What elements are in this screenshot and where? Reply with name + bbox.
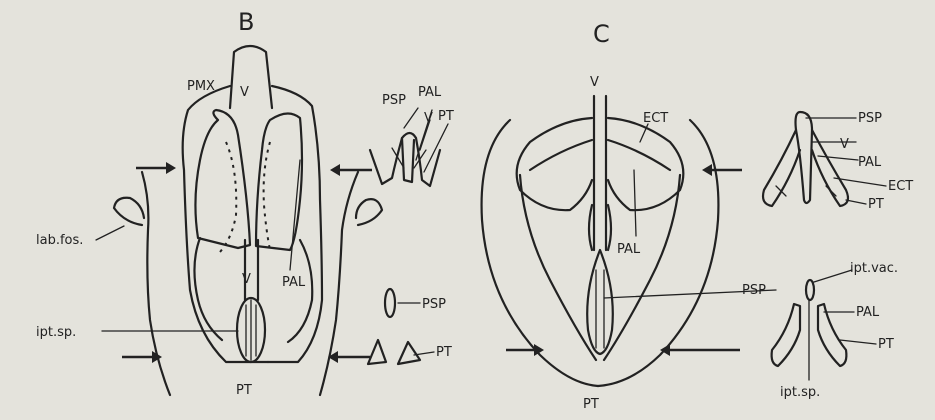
panel-b: B — [36, 8, 454, 398]
label-ipt-sp: ipt.sp. — [36, 325, 76, 340]
labial-fossa-left — [114, 198, 144, 225]
vomer-rod-c — [594, 96, 606, 250]
label-pal-c: PAL — [617, 242, 641, 257]
inset-c-label-psp: PSP — [858, 111, 882, 126]
arrow-c-lower-right — [660, 344, 740, 356]
inner-outline-c-left — [520, 175, 596, 360]
inner-outline-c-right — [604, 175, 680, 360]
inset-b-label-psp: PSP — [382, 93, 406, 108]
inset-c-bottom: ipt.vac. PAL PT ipt.sp. — [772, 261, 898, 400]
inset-b-label-v: V — [424, 111, 433, 126]
inset-b-bottom: PSP PT — [368, 289, 452, 364]
pterygoid-left — [194, 238, 222, 340]
label-psp-c: PSP — [742, 283, 766, 298]
arrow-b-upper-right — [330, 164, 372, 176]
palatine-wing-right-c — [608, 118, 683, 210]
suture-left — [220, 142, 236, 252]
label-pt-c: PT — [583, 397, 599, 412]
inset-c-label-v: V — [840, 137, 849, 152]
suture-right — [264, 142, 270, 250]
skull-outline-c-left — [482, 120, 598, 386]
inset-c-label-pal-2: PAL — [856, 305, 880, 320]
jaw-outline-left — [142, 172, 170, 395]
inset-c-label-ipt-vac: ipt.vac. — [850, 261, 898, 276]
leader-lab-fos — [96, 226, 124, 240]
panel-c: C — [482, 20, 914, 412]
label-pal-b: PAL — [282, 275, 306, 290]
jaw-outline-right — [320, 172, 358, 395]
arrow-b-lower-right — [328, 351, 370, 363]
label-v-top: V — [240, 85, 249, 100]
arrow-c-upper-right — [702, 164, 742, 176]
inset-b-label-pt-2: PT — [436, 345, 452, 360]
palatine-inner-right-c — [608, 140, 670, 170]
parasphenoid-c — [587, 250, 613, 354]
palatine-wing-left-c — [517, 118, 592, 210]
label-v-mid: V — [242, 272, 251, 287]
waist-c — [589, 205, 611, 250]
panel-c-letter: C — [593, 20, 610, 48]
inset-b-label-pt: PT — [438, 109, 454, 124]
skull-outline-right — [268, 86, 322, 362]
inset-c-label-ect: ECT — [888, 179, 913, 194]
label-ect-c: ECT — [643, 111, 668, 126]
inset-b-label-psp-2: PSP — [422, 297, 446, 312]
label-lab-fos: lab.fos. — [36, 233, 83, 248]
inset-c-label-pt: PT — [868, 197, 884, 212]
labial-fossa-right — [356, 199, 382, 225]
inset-c-label-ipt-sp: ipt.sp. — [780, 385, 820, 400]
label-pmx: PMX — [187, 79, 215, 94]
palatine-left — [195, 110, 250, 248]
palatine-inner-left-c — [530, 140, 592, 170]
label-v-c: V — [590, 75, 599, 90]
label-pt-b: PT — [236, 383, 252, 398]
leader-pal-c — [634, 170, 636, 236]
inset-c-label-pal: PAL — [858, 155, 882, 170]
panel-b-letter: B — [238, 8, 254, 36]
inset-c-top: PSP V PAL ECT PT — [763, 111, 913, 212]
inset-b-label-pal: PAL — [418, 85, 442, 100]
premaxilla-outline — [230, 46, 272, 108]
inset-b-top: PSP PAL V PT — [370, 85, 454, 186]
inset-c-label-pt-2: PT — [878, 337, 894, 352]
